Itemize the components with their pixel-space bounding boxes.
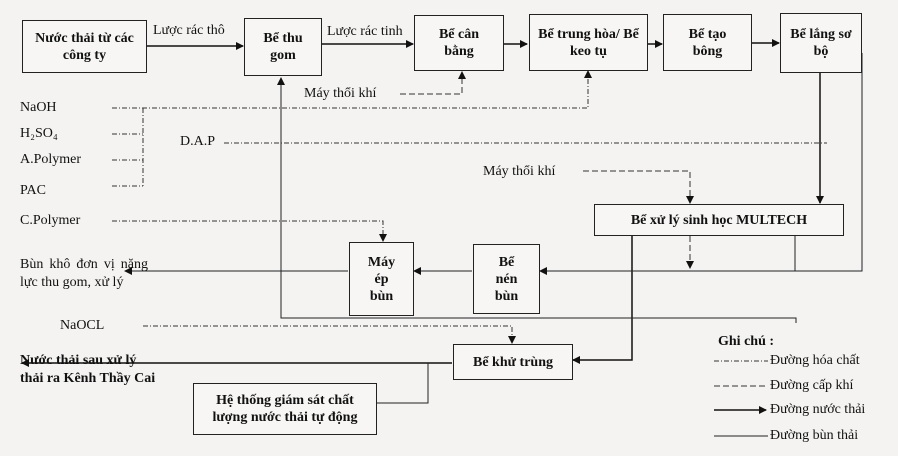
air-blower1-line: [400, 71, 466, 95]
label-coarse-screen: Lược rác thô: [153, 23, 225, 38]
box-biological: Bể xử lý sinh học MULTECH: [594, 204, 844, 236]
box-sludge-press: Máy ép bùn: [349, 242, 414, 316]
label-c-polymer: C.Polymer: [20, 213, 81, 228]
return-line-collection: [277, 77, 797, 323]
legend-sludge-text: Đường bùn thải: [770, 428, 859, 443]
box-source: Nước thải từ các công ty: [22, 20, 147, 73]
label-naoh: NaOH: [20, 100, 57, 115]
label-blower-1: Máy thổi khí: [304, 86, 377, 101]
label-dap: D.A.P: [180, 134, 216, 149]
legend-title: Ghi chú :: [718, 334, 775, 349]
box-thickener: Bể nén bùn: [473, 244, 540, 314]
box-neutralization: Bể trung hòa/ Bể keo tụ: [529, 14, 648, 71]
box-flocculation: Bể tạo bông: [663, 14, 752, 71]
sludge-biological-thickener: [539, 236, 796, 275]
chem-naoh-line: [112, 70, 592, 109]
box-equalization: Bể cân bằng: [414, 15, 504, 71]
legend-air-text: Đường cấp khí: [770, 378, 854, 393]
box-disinfection: Bể khử trùng: [453, 344, 573, 380]
label-naocl: NaOCL: [60, 318, 105, 333]
label-fine-screen: Lược rác tinh: [327, 24, 403, 39]
box-collection: Bể thu gom: [244, 18, 322, 76]
label-blower-2: Máy thổi khí: [483, 164, 556, 179]
monitoring-connection: [377, 363, 429, 404]
chem-naocl-line: [143, 325, 516, 344]
flow-biological-disinfection: [572, 236, 633, 364]
label-h2so4: H₂SO₄: [20, 126, 58, 141]
box-monitoring: Hệ thống giám sát chất lượng nước thải t…: [193, 383, 377, 435]
air-blower2-line: [583, 170, 694, 204]
label-dry-sludge: Bùn khô đơn vị năng lực thu gom, xử lý: [20, 257, 148, 290]
box-primary-settling: Bể lắng sơ bộ: [780, 13, 862, 73]
legend-water-text: Đường nước thải: [770, 402, 866, 417]
label-effluent: Nước thải sau xử lý thải ra Kênh Thầy Ca…: [20, 353, 156, 386]
chem-cpolymer-line: [112, 220, 387, 242]
legend-chemical-text: Đường hóa chất: [770, 353, 860, 368]
sludge-settling-thickener: [795, 53, 863, 272]
label-a-polymer: A.Polymer: [20, 152, 82, 167]
label-pac: PAC: [20, 183, 46, 198]
